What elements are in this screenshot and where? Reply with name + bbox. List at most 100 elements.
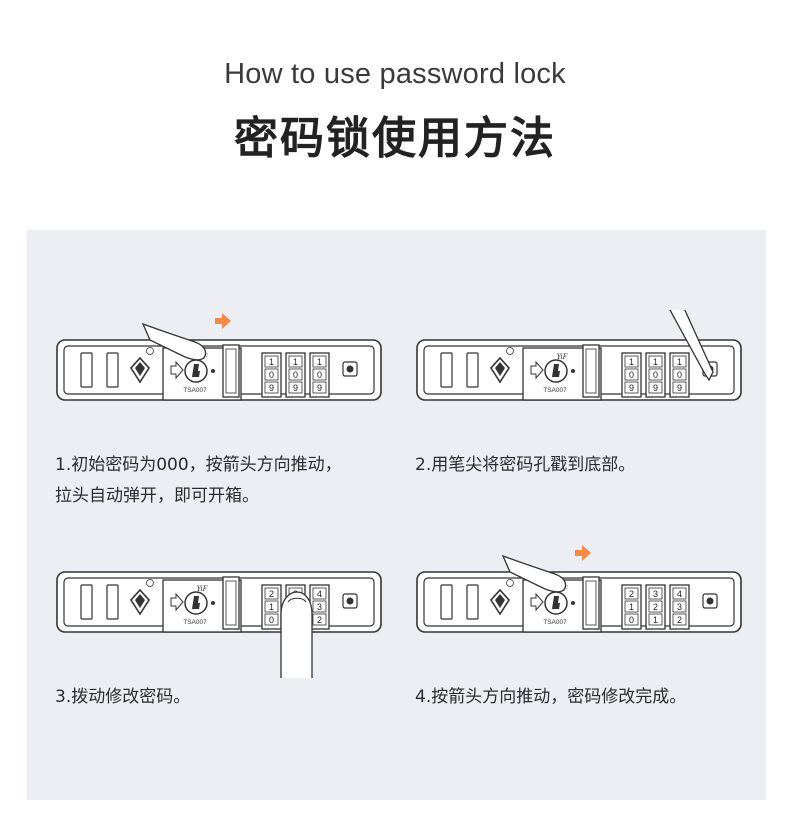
dial-digit: 9 [317, 383, 322, 393]
dial-digit: 9 [269, 383, 274, 393]
dial-cell [648, 600, 663, 613]
dial-cell [264, 355, 279, 368]
dial-digit: 1 [653, 357, 658, 367]
dial-cell [264, 600, 279, 613]
dial-cell [312, 355, 327, 368]
zipper-slot [80, 352, 93, 388]
dial-digit: 0 [629, 615, 634, 625]
dial-digit: 2 [653, 602, 658, 612]
dial-digit: 1 [317, 357, 322, 367]
reset-hole-dot [706, 597, 714, 605]
keyhole-slot [192, 596, 200, 609]
small-seal-icon [146, 579, 154, 587]
caption-line: 2.用笔尖将密码孔戳到底部。 [415, 455, 636, 475]
step-1-caption: 1.初始密码为000，按箭头方向推动， 拉头自动弹开，即可开箱。 [55, 450, 395, 512]
slider-grip [225, 348, 237, 394]
title-english: How to use password lock [224, 58, 566, 90]
zipper-slot [440, 584, 453, 620]
brand-label: YiF [197, 584, 208, 593]
fingernail-icon [287, 597, 307, 603]
dial-digit: 0 [269, 615, 274, 625]
arrow-outline-icon [530, 592, 544, 612]
keyhole-slot [192, 364, 200, 377]
small-seal-icon [506, 347, 514, 355]
instruction-panel: YiF TSA007 1 0 9 1 0 9 1 0 9 1.初始密码为000，按箭头方向推动， 拉… [27, 230, 766, 800]
model-label: TSA007 [543, 387, 567, 394]
dial-cell [648, 613, 663, 626]
title-chinese: 密码锁使用方法 [234, 113, 556, 164]
dial-digit: 1 [293, 357, 298, 367]
step-4: YiFTSA007210321432 4.按箭头方向推动，密码修改完成。 [415, 542, 745, 762]
zipper-slot [106, 584, 119, 620]
dial-digit: 1 [269, 357, 274, 367]
zipper-slot [466, 352, 479, 388]
dial-digit: 0 [677, 370, 682, 380]
dial-cell [648, 587, 663, 600]
step-4-caption: 4.按箭头方向推动，密码修改完成。 [415, 682, 755, 713]
model-label: TSA007 [183, 387, 207, 394]
dial-digit: 1 [269, 602, 274, 612]
zipper-slot [106, 352, 119, 388]
dial-digit: 9 [629, 383, 634, 393]
dial-digit: 2 [317, 615, 322, 625]
arrow-right-icon [575, 545, 591, 561]
arrow-outline-icon [530, 360, 544, 380]
dial-cell [264, 381, 279, 394]
dial-digit: 9 [293, 383, 298, 393]
dial-digit: 1 [677, 357, 682, 367]
dial-cell [312, 613, 327, 626]
caption-line: 3.拨动修改密码。 [55, 687, 191, 707]
dial-cell [648, 381, 663, 394]
slider-tab [582, 576, 600, 630]
small-seal-icon [146, 347, 154, 355]
dial-cell [288, 355, 303, 368]
dial-digit: 1 [629, 602, 634, 612]
dial-digit: 1 [653, 615, 658, 625]
tsa-logo-icon [489, 588, 511, 616]
finger-icon [141, 322, 207, 361]
arrow-outline-icon [170, 360, 184, 380]
dial-digit: 3 [677, 602, 682, 612]
dial-digit: 0 [653, 370, 658, 380]
dial-digit: 9 [677, 383, 682, 393]
dial-cell [672, 587, 687, 600]
dial-cell [672, 355, 687, 368]
dial-digit: 3 [653, 589, 658, 599]
dial-cell [648, 355, 663, 368]
slider-grip [585, 580, 597, 626]
dial-digit: 9 [653, 383, 658, 393]
zipper-slot [466, 584, 479, 620]
dial-cell [312, 368, 327, 381]
dial-cell [312, 600, 327, 613]
dial-cell [264, 613, 279, 626]
keyhole-slot [552, 596, 560, 609]
step-3-caption: 3.拨动修改密码。 [55, 682, 395, 713]
zipper-slot [440, 352, 453, 388]
dial-digit: 2 [629, 589, 634, 599]
reset-hole-dot [346, 597, 354, 605]
dot-icon [571, 601, 575, 605]
slider-grip [585, 348, 597, 394]
dial-cell [624, 600, 639, 613]
tsa-logo-icon [129, 588, 151, 616]
dial-cell [288, 381, 303, 394]
lock-illustration-4: YiFTSA007210321432 [416, 545, 742, 633]
dot-icon [211, 601, 215, 605]
dial-cell [264, 368, 279, 381]
arrow-outline-icon [170, 592, 184, 612]
dial-cell [624, 613, 639, 626]
dial-cell [672, 368, 687, 381]
dial-digit: 1 [629, 357, 634, 367]
dial-digit: 3 [317, 602, 322, 612]
tsa-logo-icon [489, 356, 511, 384]
dot-icon [571, 369, 575, 373]
pen-icon [669, 310, 714, 382]
dial-cell [648, 368, 663, 381]
dial-digit: 4 [677, 589, 682, 599]
dial-cell [312, 587, 327, 600]
dial-cell [312, 381, 327, 394]
dial-cell [624, 381, 639, 394]
dial-cell [624, 587, 639, 600]
